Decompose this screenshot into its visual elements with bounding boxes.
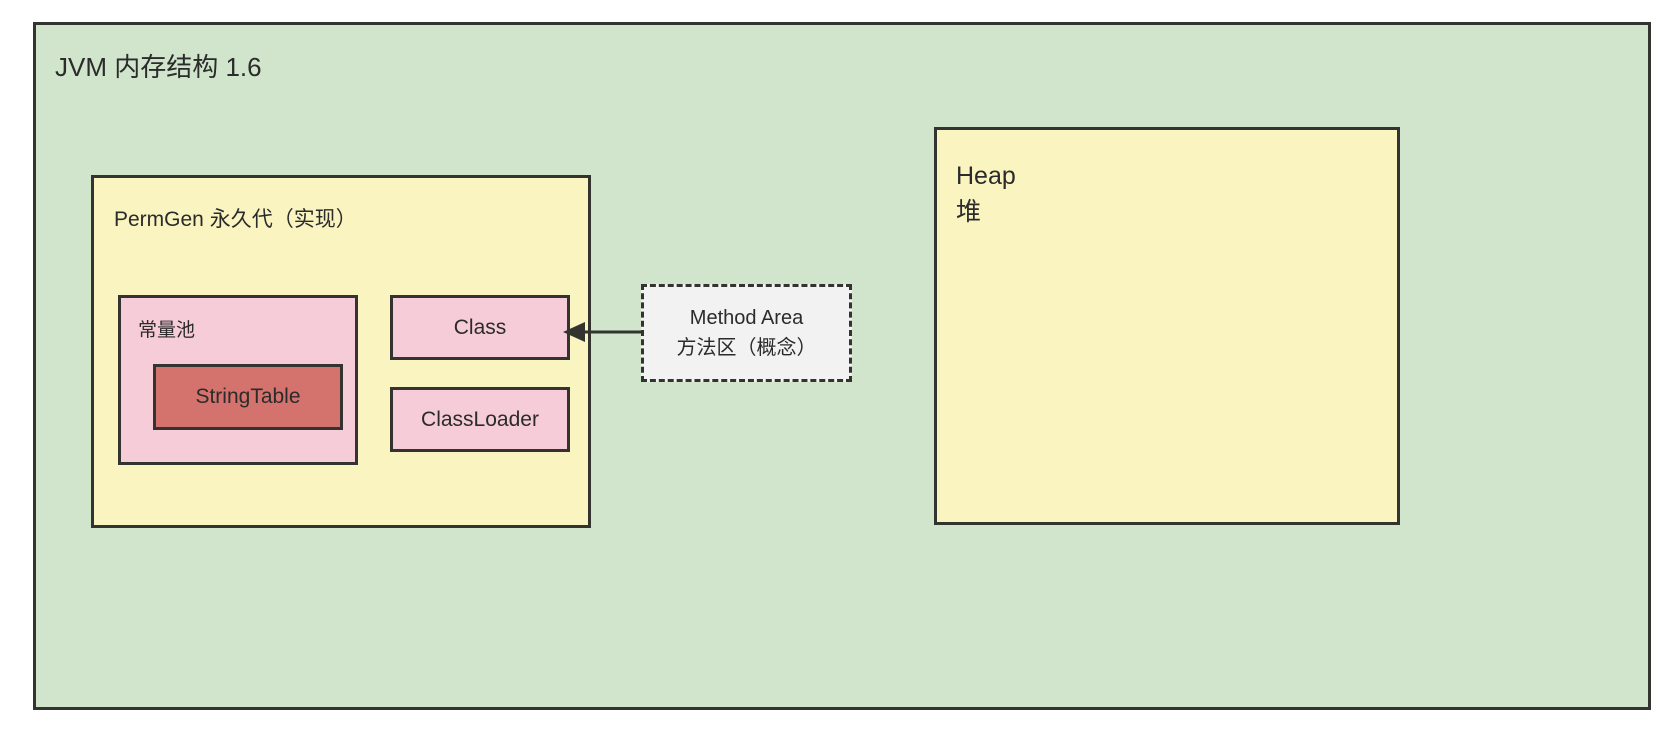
method-area-box: Method Area 方法区（概念）	[641, 284, 852, 382]
method-area-to-permgen-arrow	[555, 317, 647, 347]
arrow-icon	[563, 322, 647, 342]
string-table-box: StringTable	[153, 364, 343, 430]
class-label: Class	[453, 315, 507, 339]
page-title: JVM 内存结构 1.6	[55, 52, 262, 82]
constant-pool-box: 常量池 StringTable	[118, 295, 358, 465]
permgen-title: PermGen 永久代（实现）	[114, 208, 357, 231]
heap-label-zh: 堆	[956, 198, 982, 226]
method-area-label-zh: 方法区（概念）	[676, 337, 817, 359]
heap-title: Heap 堆	[956, 158, 1016, 230]
classloader-label: ClassLoader	[421, 407, 539, 431]
classloader-box: ClassLoader	[390, 387, 570, 452]
class-box: Class	[390, 295, 570, 360]
heap-label-en: Heap	[956, 162, 1016, 190]
jvm-memory-frame: JVM 内存结构 1.6 PermGen 永久代（实现） 常量池 StringT…	[33, 22, 1651, 710]
permgen-box: PermGen 永久代（实现） 常量池 StringTable Class Cl…	[91, 175, 591, 528]
string-table-label: StringTable	[195, 385, 301, 408]
heap-box: Heap 堆	[934, 127, 1400, 525]
constant-pool-title: 常量池	[138, 320, 196, 341]
method-area-label-en: Method Area	[689, 307, 804, 329]
